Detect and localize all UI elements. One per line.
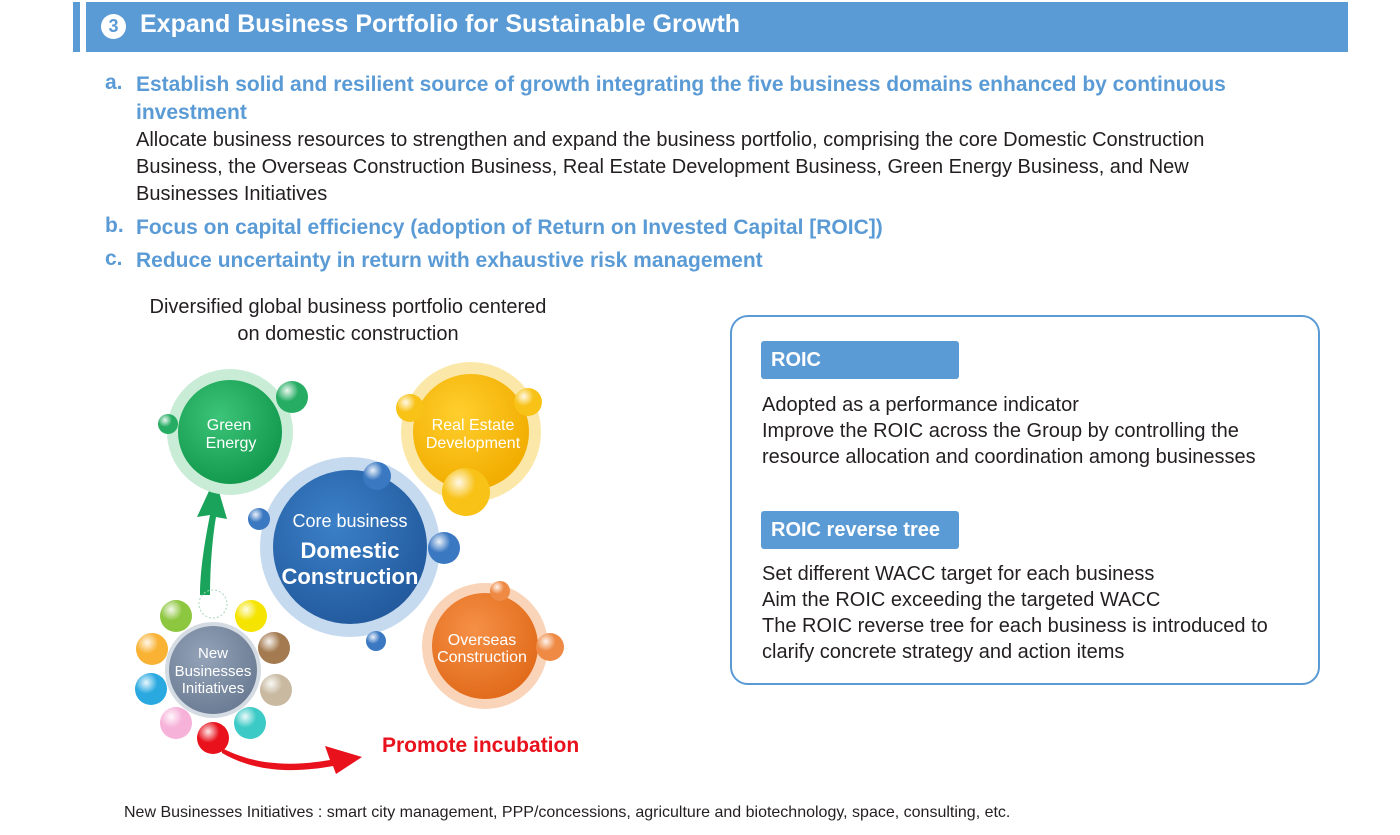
real-estate-circle: Real Estate Development <box>396 362 542 516</box>
item-letter: b. <box>105 214 124 237</box>
promote-incubation-label: Promote incubation <box>382 734 579 757</box>
real-estate-label-2: Development <box>426 435 521 452</box>
item-description: Allocate business resources to strengthe… <box>136 129 1205 205</box>
real-estate-label-1: Real Estate <box>432 417 515 434</box>
green-energy-label-1: Green <box>207 417 251 434</box>
item-heading: Establish solid and resilient source of … <box>136 73 1226 124</box>
roic-description: Adopted as a performance indicator Impro… <box>762 392 1312 470</box>
roic-line-1: Adopted as a performance indicator <box>762 394 1079 416</box>
roic-line-2: Improve the ROIC across the Group by con… <box>762 420 1256 468</box>
roic-tree-label: ROIC reverse tree <box>761 511 959 549</box>
construction-label: Construction <box>282 564 419 589</box>
section-title: Expand Business Portfolio for Sustainabl… <box>140 10 741 38</box>
item-letter: c. <box>105 247 123 270</box>
new-label-1: New <box>198 645 228 662</box>
overseas-label-2: Construction <box>437 649 527 666</box>
overseas-label-1: Overseas <box>448 632 516 649</box>
roic-tree-description: Set different WACC target for each busin… <box>762 561 1312 665</box>
green-energy-circle: Green Energy <box>158 369 308 495</box>
domestic-label: Domestic <box>300 538 399 563</box>
list-item-c: c. Reduce uncertainty in return with exh… <box>105 247 1285 275</box>
item-heading: Reduce uncertainty in return with exhaus… <box>136 249 763 272</box>
domestic-construction-circle: Core business Domestic Construction <box>248 457 460 651</box>
green-energy-label-2: Energy <box>206 435 257 452</box>
diagram-caption: Diversified global business portfolio ce… <box>149 296 547 345</box>
list-item-b: b. Focus on capital efficiency (adoption… <box>105 214 1285 242</box>
section-number-badge: 3 <box>101 14 126 39</box>
new-businesses-circle: New Businesses Initiatives <box>135 589 292 754</box>
roic-label: ROIC <box>761 341 959 379</box>
growth-arrow-icon <box>197 478 227 595</box>
section-header <box>73 2 1348 52</box>
new-label-2: Businesses <box>175 663 252 680</box>
item-heading: Focus on capital efficiency (adoption of… <box>136 216 883 239</box>
roic-tree-line-2: Aim the ROIC exceeding the targeted WACC <box>762 589 1161 611</box>
roic-tree-line-3: The ROIC reverse tree for each business … <box>762 615 1268 663</box>
header-accent-gap <box>80 2 86 52</box>
item-letter: a. <box>105 71 123 94</box>
footnote: New Businesses Initiatives : smart city … <box>124 804 1011 821</box>
roic-tree-line-1: Set different WACC target for each busin… <box>762 563 1155 585</box>
list-item-a: a. Establish solid and resilient source … <box>105 71 1285 208</box>
incubation-arrow-icon <box>222 746 362 774</box>
new-label-3: Initiatives <box>182 680 245 697</box>
core-business-label: Core business <box>292 511 407 531</box>
overseas-circle: Overseas Construction <box>422 581 564 709</box>
